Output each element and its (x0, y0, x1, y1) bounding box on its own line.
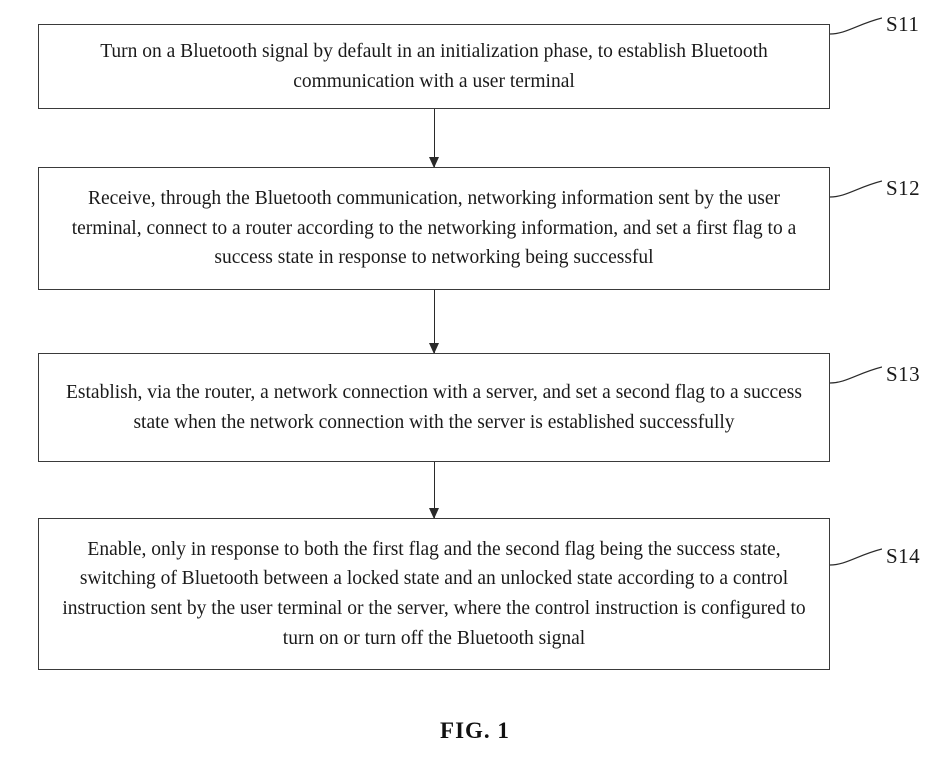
figure-caption: FIG. 1 (440, 718, 510, 743)
flow-step-s13-text: Establish, via the router, a network con… (66, 381, 802, 433)
flow-step-s11-text: Turn on a Bluetooth signal by default in… (100, 40, 768, 92)
flow-step-s11-label: S11 (886, 12, 920, 36)
flow-step-s11: Turn on a Bluetooth signal by default in… (38, 24, 830, 109)
flow-step-s14: Enable, only in response to both the fir… (38, 518, 830, 670)
flow-step-s14-label: S14 (886, 544, 921, 568)
flow-step-s14-text: Enable, only in response to both the fir… (62, 538, 806, 649)
leader-line-s12 (830, 177, 882, 199)
connector-s12-s13 (429, 290, 439, 354)
leader-line-s13 (830, 363, 882, 385)
flow-step-s13-label: S13 (886, 362, 921, 386)
flow-step-s12-text: Receive, through the Bluetooth communica… (71, 188, 797, 269)
flow-step-s13: Establish, via the router, a network con… (38, 353, 830, 462)
leader-line-s14 (830, 545, 882, 567)
connector-s11-s12 (429, 109, 439, 168)
flow-step-s12-label: S12 (886, 176, 921, 200)
connector-s13-s14 (429, 462, 439, 519)
flow-step-s12: Receive, through the Bluetooth communica… (38, 167, 830, 290)
leader-line-s11 (830, 14, 882, 36)
